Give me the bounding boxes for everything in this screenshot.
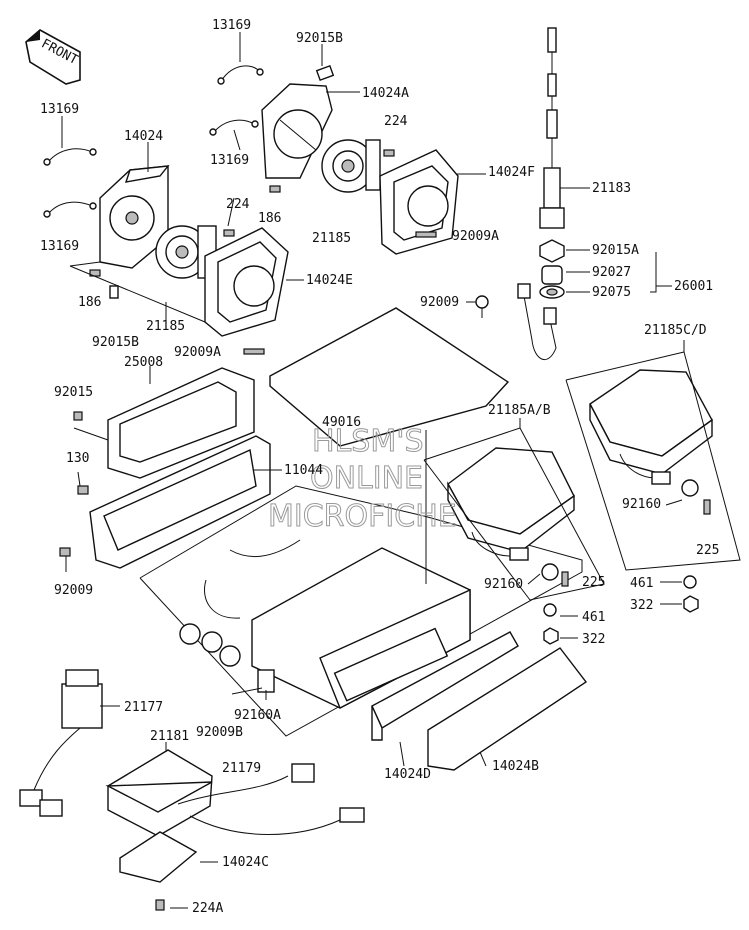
label-21183: 21183 — [592, 181, 631, 196]
label-92009-b: 92009 — [54, 583, 93, 598]
label-461-a: 461 — [630, 576, 653, 591]
label-21177: 21177 — [124, 700, 163, 715]
label-461-b: 461 — [582, 610, 605, 625]
label-14024: 14024 — [124, 129, 163, 144]
label-13169-c: 13169 — [210, 153, 249, 168]
upper-speaker-assembly — [209, 65, 459, 255]
front-arrow-icon: FRONT — [25, 29, 81, 85]
label-11044: 11044 — [284, 463, 323, 478]
label-14024f: 14024F — [488, 165, 535, 180]
label-14024c: 14024C — [222, 855, 269, 870]
label-224-b: 224 — [226, 197, 250, 212]
label-92027: 92027 — [592, 265, 631, 280]
label-13169-d: 13169 — [40, 239, 79, 254]
switch-and-module — [19, 669, 365, 911]
label-92160a: 92160A — [234, 708, 281, 723]
label-92160-b: 92160 — [484, 577, 523, 592]
label-224-a: 224 — [384, 114, 408, 129]
leader-lines — [61, 32, 685, 909]
label-92009a-a: 92009A — [452, 229, 499, 244]
label-322-a: 322 — [630, 598, 653, 613]
label-21185-a: 21185 — [312, 231, 351, 246]
label-186-b: 186 — [78, 295, 101, 310]
label-21181: 21181 — [150, 729, 189, 744]
label-322-b: 322 — [582, 632, 605, 647]
label-14024b: 14024B — [492, 759, 539, 774]
label-186-a: 186 — [258, 211, 281, 226]
bracket-assembly — [59, 367, 271, 569]
label-21185ab: 21185A/B — [488, 403, 551, 418]
label-225-a: 225 — [696, 543, 719, 558]
label-14024a: 14024A — [362, 86, 409, 101]
label-13169-a: 13169 — [212, 18, 251, 33]
label-92009-a: 92009 — [420, 295, 459, 310]
label-14024d: 14024D — [384, 767, 431, 782]
part-labels: 13169 92015B 14024A 224 13169 14024 1316… — [40, 18, 719, 916]
label-14024e: 14024E — [306, 273, 353, 288]
radio-unit — [139, 485, 583, 737]
watermark-line-1: HLSM'S — [312, 424, 424, 459]
label-224a: 224A — [192, 901, 223, 916]
label-25008: 25008 — [124, 355, 163, 370]
watermark: HLSM'S ONLINE MICROFICHE — [268, 424, 458, 535]
label-26001: 26001 — [674, 279, 713, 294]
label-13169-b: 13169 — [40, 102, 79, 117]
antenna-assembly — [517, 27, 565, 361]
label-92015b-a: 92015B — [296, 31, 343, 46]
label-225-b: 225 — [582, 575, 605, 590]
label-21179: 21179 — [222, 761, 261, 776]
label-92009a-b: 92009A — [174, 345, 221, 360]
watermark-line-3: MICROFICHE — [268, 499, 457, 534]
label-92015b-b: 92015B — [92, 335, 139, 350]
label-92160-a: 92160 — [622, 497, 661, 512]
mounting-plate — [269, 295, 510, 447]
label-92015a: 92015A — [592, 243, 639, 258]
label-21185-b: 21185 — [146, 319, 185, 334]
label-92009b: 92009B — [196, 725, 243, 740]
label-49016: 49016 — [322, 415, 361, 430]
label-130: 130 — [66, 451, 89, 466]
watermark-line-2: ONLINE — [310, 461, 423, 496]
left-speaker-assembly — [43, 148, 289, 355]
label-92015: 92015 — [54, 385, 93, 400]
label-21185cd: 21185C/D — [644, 323, 707, 338]
faceplates — [371, 631, 588, 771]
label-92075: 92075 — [592, 285, 631, 300]
remote-controls — [423, 351, 741, 645]
